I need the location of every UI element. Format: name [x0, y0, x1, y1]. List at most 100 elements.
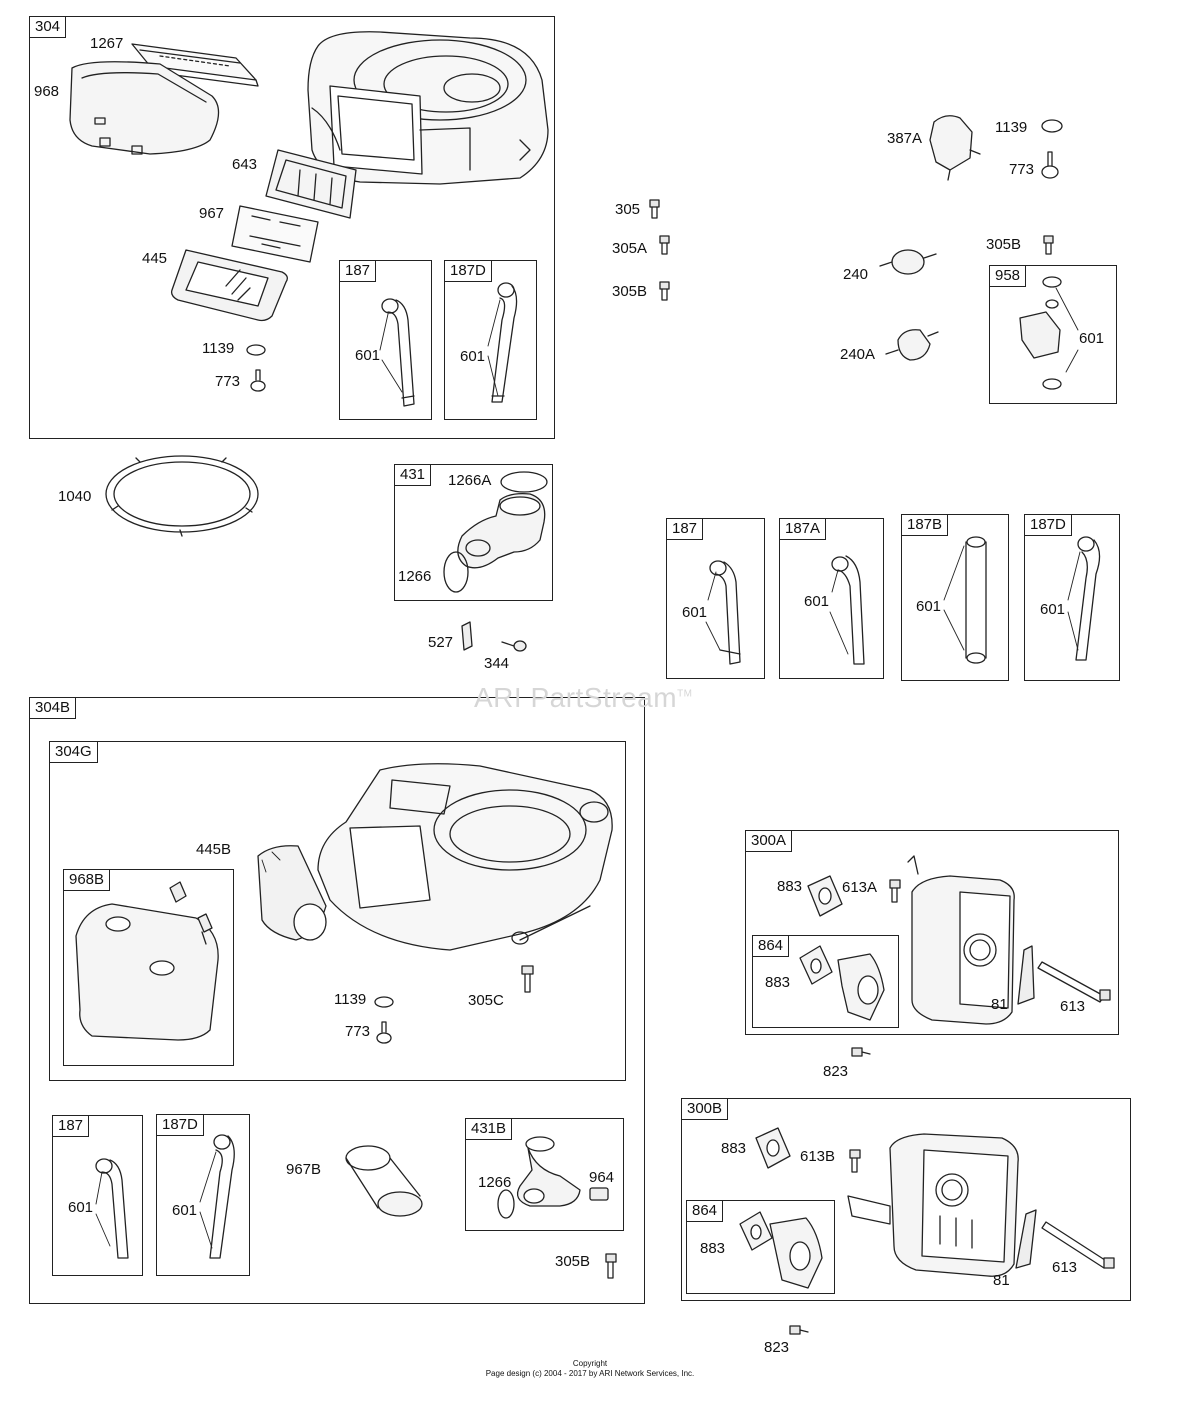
group-187-frame-c: 187: [52, 1115, 143, 1276]
part-1040-ring-drawing: [105, 455, 259, 537]
callout-601: 601: [68, 1199, 94, 1216]
part-864-gasket-kit-b-drawing: [739, 1211, 823, 1289]
callout-613b: 613B: [800, 1148, 836, 1165]
leader-601-b: [487, 299, 501, 397]
leader-601-h: [95, 1171, 111, 1247]
part-431b-elbow-drawing: [497, 1136, 609, 1219]
part-1139-washer-c-drawing: [374, 996, 394, 1008]
callout-601: 601: [682, 604, 708, 621]
copyright-line-2: Page design (c) 2004 - 2017 by ARI Netwo…: [485, 1369, 695, 1378]
group-187a-tag: 187A: [779, 518, 827, 540]
part-773-screw-drawing: [250, 369, 266, 392]
part-187d-tube-b-drawing: [1075, 536, 1101, 661]
callout-305a: 305A: [612, 240, 648, 257]
callout-445: 445: [142, 250, 168, 267]
group-300b-tag: 300B: [681, 1098, 729, 1120]
callout-527: 527: [428, 634, 454, 651]
part-967b-sleeve-drawing: [345, 1145, 423, 1217]
callout-81: 81: [991, 996, 1008, 1013]
callout-1139: 1139: [334, 991, 367, 1008]
part-187-tube-c-drawing: [95, 1158, 129, 1259]
part-344-screw-drawing: [501, 640, 527, 652]
group-300a-frame: 300A: [745, 830, 1119, 1035]
group-431-frame: 431: [394, 464, 553, 601]
watermark: ARI PartStreamTM: [474, 682, 693, 714]
part-968b-cover-drawing: [75, 881, 219, 1041]
part-187b-tube-drawing: [965, 536, 987, 664]
part-1139-washer-b-drawing: [1041, 119, 1063, 133]
callout-387a: 387A: [887, 130, 923, 147]
part-305-bolt-drawing: [649, 199, 660, 219]
callout-1267: 1267: [90, 35, 124, 52]
callout-240: 240: [843, 266, 869, 283]
callout-305b: 305B: [555, 1253, 591, 1270]
leader-601-d: [705, 571, 721, 651]
part-1139-washer-drawing: [246, 344, 266, 356]
callout-601: 601: [460, 348, 486, 365]
part-240a-filter-drawing: [885, 329, 939, 361]
callout-601: 601: [916, 598, 942, 615]
callout-601: 601: [1079, 330, 1105, 347]
part-823-screw-a-drawing: [851, 1047, 871, 1057]
group-864-frame-b: 864: [686, 1200, 835, 1294]
group-187-tag: 187: [666, 518, 704, 540]
group-864-tag: 864: [686, 1200, 724, 1222]
group-187d-frame-b: 187D: [1024, 514, 1120, 681]
group-187d-frame-c: 187D: [156, 1114, 250, 1276]
callout-240a: 240A: [840, 346, 876, 363]
callout-883: 883: [721, 1140, 747, 1157]
part-968-cover-drawing: [69, 61, 220, 155]
group-187b-frame: 187B: [901, 514, 1009, 681]
group-431b-frame: 431B: [465, 1118, 624, 1231]
callout-1139: 1139: [995, 119, 1028, 136]
group-958-frame: 958: [989, 265, 1117, 404]
callout-1266: 1266: [398, 568, 432, 585]
callout-883: 883: [777, 878, 803, 895]
callout-601: 601: [355, 347, 381, 364]
callout-968: 968: [34, 83, 60, 100]
part-773-screw-b-drawing: [1041, 151, 1059, 179]
part-883-gasket-c-drawing: [755, 1127, 791, 1169]
part-304g-housing-drawing: [317, 763, 613, 951]
callout-613: 613: [1060, 998, 1086, 1015]
callout-773: 773: [345, 1023, 371, 1040]
group-187-tag: 187: [52, 1115, 90, 1137]
leader-601-e: [829, 569, 849, 655]
group-300a-tag: 300A: [745, 830, 793, 852]
callout-305c: 305C: [468, 992, 504, 1009]
copyright-line-1: Copyright: [572, 1359, 608, 1368]
part-81-plate-b-drawing: [1015, 1209, 1037, 1269]
part-81-plate-a-drawing: [1017, 945, 1035, 1005]
part-305a-bolt-drawing: [659, 235, 670, 255]
part-643-drawing: [265, 149, 357, 219]
callout-305b: 305B: [986, 236, 1022, 253]
callout-601: 601: [172, 1202, 198, 1219]
part-613-bolt-b-drawing: [1041, 1221, 1115, 1269]
part-613b-bolt-drawing: [849, 1149, 861, 1173]
callout-1266: 1266: [478, 1174, 512, 1191]
part-300a-muffler-drawing: [907, 855, 1015, 1025]
part-187-tube-b-drawing: [709, 560, 741, 665]
part-304-housing-drawing: [307, 31, 549, 185]
callout-823: 823: [764, 1339, 790, 1356]
part-883-gasket-a-drawing: [807, 875, 843, 917]
callout-773: 773: [215, 373, 241, 390]
group-431b-tag: 431B: [465, 1118, 513, 1140]
group-187d-tag: 187D: [1024, 514, 1072, 536]
part-187a-tube-drawing: [831, 555, 865, 665]
leader-601-a: [379, 313, 403, 393]
part-967-decal-drawing: [231, 205, 319, 263]
callout-1266a: 1266A: [448, 472, 492, 489]
part-445b-filter-drawing: [257, 845, 327, 941]
callout-613a: 613A: [842, 879, 878, 896]
part-305b-bolt-c-drawing: [605, 1253, 617, 1279]
group-187-frame-a: 187: [339, 260, 432, 420]
group-187d-frame-a: 187D: [444, 260, 537, 420]
callout-305: 305: [615, 201, 641, 218]
group-304g-tag: 304G: [49, 741, 98, 763]
part-958-valve-drawing: [1019, 276, 1079, 390]
part-240-filter-drawing: [879, 249, 937, 275]
group-968b-frame: 968B: [63, 869, 234, 1066]
part-300b-muffler-drawing: [847, 1133, 1019, 1277]
callout-823: 823: [823, 1063, 849, 1080]
